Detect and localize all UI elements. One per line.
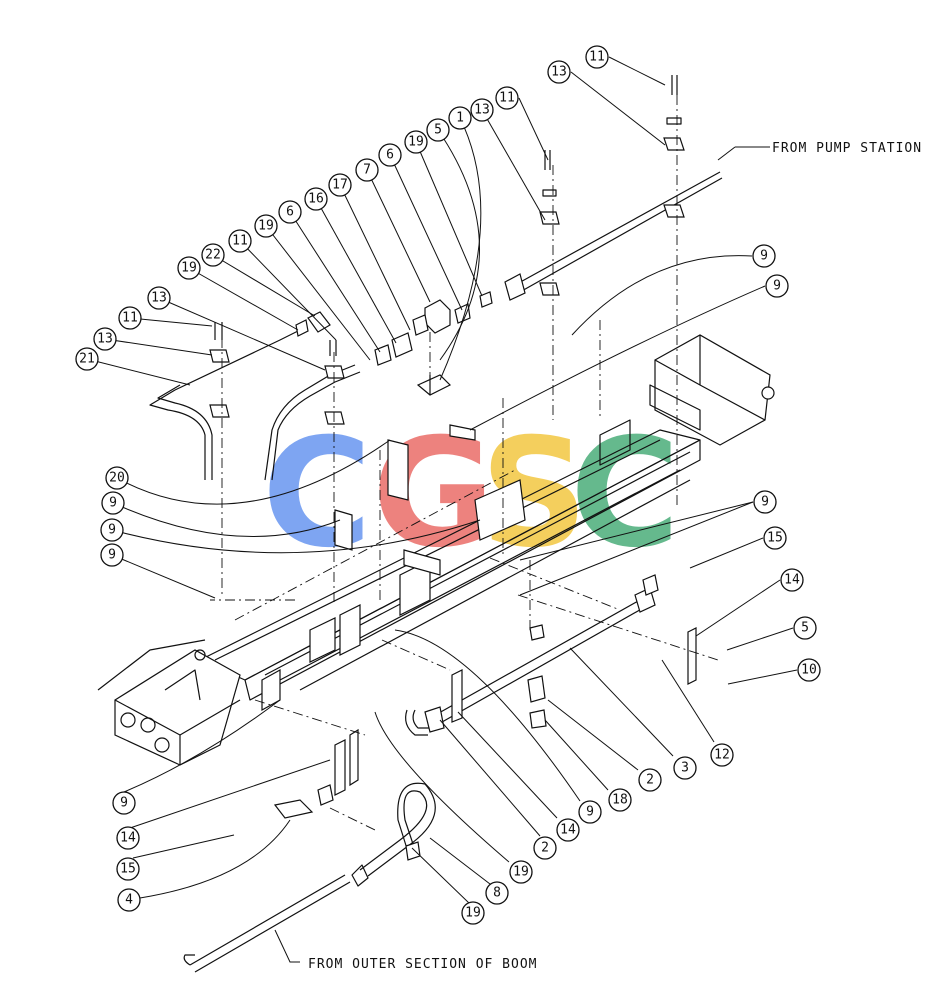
callout-label: 9: [773, 279, 781, 294]
callout-label: 19: [408, 135, 424, 150]
callout-leaders: [86, 56, 798, 963]
callout-label: 9: [761, 495, 769, 510]
callout-label: 9: [109, 496, 117, 511]
callout-label: 9: [108, 523, 116, 538]
callout-label: 14: [560, 823, 576, 838]
callout-label: 9: [120, 796, 128, 811]
callout-label: 3: [681, 761, 689, 776]
callout-label: 9: [108, 548, 116, 563]
callout-label: 16: [308, 192, 324, 207]
callout-label: 1: [456, 111, 464, 126]
callout-label: 4: [125, 893, 133, 908]
note-from-outer-section: FROM OUTER SECTION OF BOOM: [308, 957, 538, 972]
callout-label: 9: [760, 249, 768, 264]
callout-label: 11: [499, 91, 515, 106]
callout-label: 11: [232, 234, 248, 249]
callout-label: 14: [784, 573, 800, 588]
callout-label: 7: [363, 163, 371, 178]
callout-label: 11: [589, 50, 605, 65]
callout-label: 15: [120, 862, 136, 877]
callout-label: 20: [109, 471, 125, 486]
callout-label: 19: [513, 865, 529, 880]
callout-label: 13: [474, 103, 490, 118]
callout-label: 5: [434, 123, 442, 138]
callout-label: 2: [541, 841, 549, 856]
callout-label: 19: [181, 261, 197, 276]
callout-label: 17: [332, 178, 348, 193]
callout-label: 8: [493, 886, 501, 901]
lower-assembly: [183, 574, 697, 973]
note-from-pump-station: FROM PUMP STATION: [772, 141, 922, 156]
callout-label: 19: [465, 906, 481, 921]
assembly-lines: [210, 95, 719, 831]
callout-label: 13: [151, 291, 167, 306]
watermark-letter-c1: C: [262, 407, 372, 581]
callout-label: 19: [258, 219, 274, 234]
callout-label: 2: [646, 773, 654, 788]
callout-label: 5: [801, 621, 809, 636]
callout-bubbles: 11 13 11 13 1 5 19 6 7 17 16 6 19 11 22 …: [75, 45, 821, 925]
callout-label: 13: [97, 332, 113, 347]
callout-label: 6: [286, 205, 294, 220]
callout-label: 6: [386, 148, 394, 163]
callout-label: 11: [122, 311, 138, 326]
watermark-letter-c2: C: [570, 407, 680, 581]
boom-section: [97, 334, 775, 766]
callout-label: 12: [714, 748, 730, 763]
callout-label: 10: [801, 663, 817, 678]
upper-hose-assembly: [149, 171, 723, 481]
callout-label: 18: [612, 793, 628, 808]
clamps: [209, 75, 685, 425]
callout-label: 22: [205, 248, 221, 263]
callout-label: 9: [586, 805, 594, 820]
callout-label: 13: [551, 65, 567, 80]
callout-label: 14: [120, 831, 136, 846]
callout-label: 21: [79, 352, 95, 367]
callout-label: 15: [767, 531, 783, 546]
